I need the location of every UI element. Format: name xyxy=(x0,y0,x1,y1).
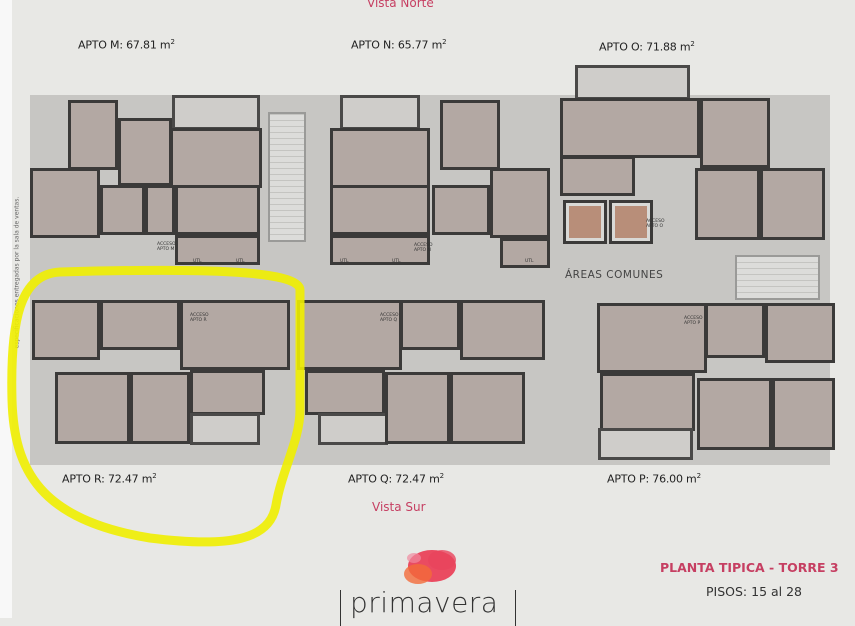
apto-r-area: APTO R: 72.47 m2 xyxy=(62,472,157,486)
apto-o-area: APTO O: 71.88 m2 xyxy=(599,40,695,54)
master-bedroom xyxy=(760,168,825,240)
apto-n-area: APTO N: 65.77 m2 xyxy=(351,38,447,52)
view-north-label: Vista Norte xyxy=(367,0,434,10)
bedroom xyxy=(450,372,525,444)
master-bedroom xyxy=(490,168,550,238)
utility-label: UTL xyxy=(525,259,534,264)
bedroom xyxy=(697,378,772,450)
access-apto-p: ACCESO APTO P xyxy=(684,316,703,326)
bathroom xyxy=(400,300,460,350)
common-areas-label: ÁREAS COMUNES xyxy=(565,269,664,281)
bathroom xyxy=(695,168,760,240)
bathroom xyxy=(145,185,175,235)
bedroom xyxy=(772,378,835,450)
utility-room xyxy=(330,235,430,265)
page-edge xyxy=(0,0,12,618)
utility-label: UTL xyxy=(193,259,202,264)
kitchen xyxy=(175,185,260,235)
master-bedroom xyxy=(32,300,100,360)
bedroom xyxy=(130,372,190,444)
master-bedroom xyxy=(460,300,545,360)
stairs-north xyxy=(268,112,306,242)
bedroom xyxy=(55,372,130,444)
kitchen xyxy=(560,156,635,196)
view-south-label: Vista Sur xyxy=(372,500,426,514)
living-dining xyxy=(600,373,695,431)
kitchen xyxy=(297,300,402,370)
utility-label: UTL xyxy=(392,259,401,264)
bathroom xyxy=(432,185,490,235)
apto-q-area: APTO Q: 72.47 m2 xyxy=(348,472,444,486)
balcony xyxy=(598,428,693,460)
bathroom xyxy=(100,185,145,235)
bedroom xyxy=(440,100,500,170)
bedroom xyxy=(385,372,450,444)
apto-p-area: APTO P: 76.00 m2 xyxy=(607,472,701,486)
master-bedroom xyxy=(30,168,100,238)
utility-room xyxy=(500,238,550,268)
elevator xyxy=(609,200,653,244)
floors-range: PISOS: 15 al 28 xyxy=(706,584,803,599)
balcony xyxy=(190,413,260,445)
access-apto-q: ACCESO APTO Q xyxy=(380,313,399,323)
kitchen xyxy=(330,185,430,235)
bathroom xyxy=(705,303,765,358)
kitchen xyxy=(180,300,290,370)
access-apto-n: ACCESO APTO N xyxy=(414,243,433,253)
utility-label: UTL xyxy=(236,259,245,264)
stairs-east xyxy=(735,255,820,300)
living-dining xyxy=(170,128,262,188)
logo-divider xyxy=(515,590,516,626)
logo-wordmark: primavera xyxy=(350,586,499,619)
access-apto-r: ACCESO APTO R xyxy=(190,313,209,323)
elevator xyxy=(563,200,607,244)
access-apto-m: ACCESO APTO M xyxy=(157,242,176,252)
plan-title: PLANTA TIPICA - TORRE 3 xyxy=(660,560,839,575)
utility-label: UTL xyxy=(340,259,349,264)
master-bedroom xyxy=(765,303,835,363)
access-apto-o: ACCESO APTO O xyxy=(646,219,665,229)
bathroom xyxy=(100,300,180,350)
utility-room xyxy=(175,235,260,265)
logo-flower-icon xyxy=(404,550,456,584)
bedroom xyxy=(700,98,770,168)
logo-divider xyxy=(340,590,341,626)
closet-hall xyxy=(118,118,172,186)
apto-m-area: APTO M: 67.81 m2 xyxy=(78,38,175,52)
